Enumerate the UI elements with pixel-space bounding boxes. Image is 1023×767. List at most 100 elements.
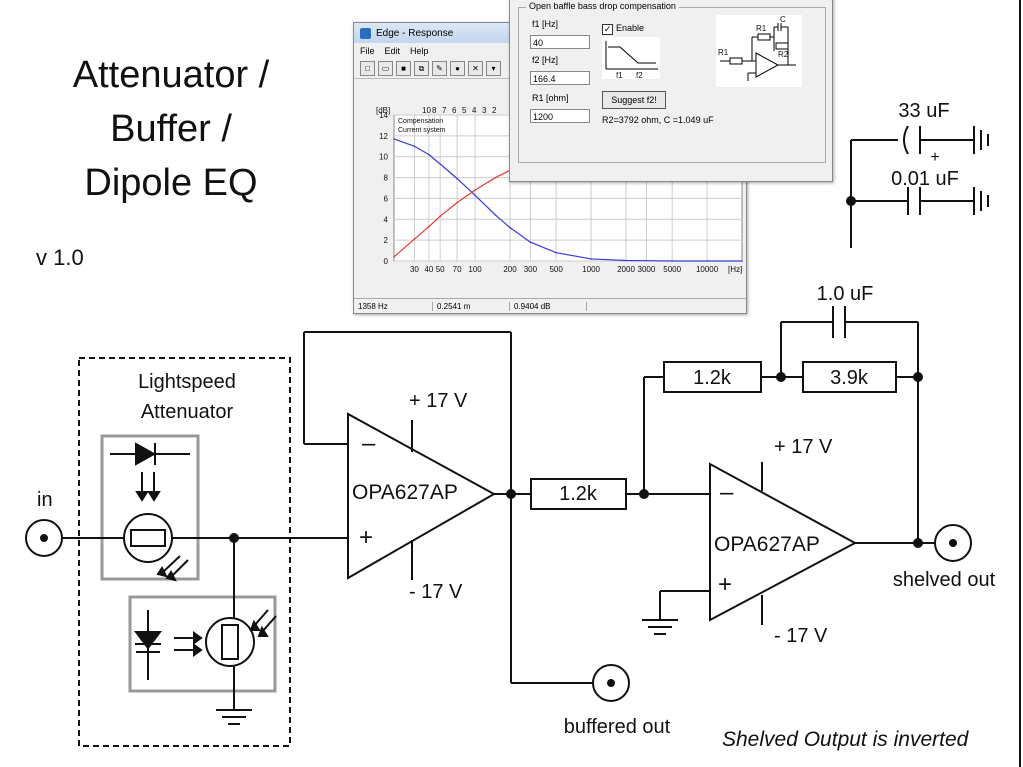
data-point <box>509 226 511 229</box>
r1-label: R1 [ohm] <box>532 93 569 103</box>
circuit-c: C <box>780 15 786 24</box>
opamp-2-plus: + <box>718 571 732 598</box>
x-tick-label: 40 <box>424 265 433 274</box>
in-label: in <box>37 489 53 511</box>
x-tick-label: 500 <box>549 265 563 274</box>
f1-input[interactable]: 40 <box>530 35 590 49</box>
ldr-2 <box>205 617 255 667</box>
opamp-2 <box>709 462 858 622</box>
data-point <box>413 145 416 148</box>
edge-title: Edge - Response <box>376 27 454 39</box>
buffered-out-label: buffered out <box>564 716 671 738</box>
menu-file[interactable]: File <box>360 45 375 56</box>
f2-label: f2 [Hz] <box>532 55 559 65</box>
top-tick-label: 4 <box>472 106 477 115</box>
status-freq: 1358 Hz <box>354 301 433 311</box>
opamp-1-plus: + <box>359 524 373 551</box>
suggest-f2-button[interactable]: Suggest f2! <box>602 91 666 109</box>
shelved-out-label: shelved out <box>893 569 996 591</box>
cap-001-label: 0.01 uF <box>891 168 959 190</box>
x-tick-label: 50 <box>436 265 445 274</box>
globe-icon[interactable]: ● <box>450 60 465 76</box>
y-tick-label: 6 <box>384 194 389 203</box>
data-point <box>439 215 441 217</box>
top-tick-label: 8 <box>432 106 437 115</box>
top-tick-label: 2 <box>492 106 497 115</box>
inverted-note: Shelved Output is inverted <box>722 728 969 751</box>
page-title: Attenuator / Buffer / Dipole EQ <box>36 48 306 210</box>
f1-label: f1 [Hz] <box>532 19 559 29</box>
resistor-series-label: 1.2k <box>559 483 598 505</box>
enable-label: Enable <box>616 23 645 33</box>
comp-circuit-icon: C R1 R1 R2 <box>716 15 802 87</box>
opamp-1 <box>347 412 497 580</box>
top-tick-label: 6 <box>452 106 457 115</box>
y-axis-unit: [dB] <box>376 106 390 115</box>
open-icon[interactable]: ▭ <box>378 60 393 76</box>
data-point <box>706 260 708 262</box>
data-point <box>428 153 430 156</box>
r1-input[interactable]: 1200 <box>530 109 590 123</box>
top-tick-label: 7 <box>442 106 447 115</box>
circuit-r1b: R1 <box>756 24 767 33</box>
circuit-r1a: R1 <box>718 48 729 57</box>
opamp-1-label: OPA627AP <box>352 481 458 504</box>
opamp-2-minus: – <box>720 479 734 506</box>
x-tick-label: 2000 <box>617 265 635 274</box>
data-point <box>456 177 458 180</box>
response-sketch: f1 f2 <box>602 37 660 79</box>
f2-input[interactable]: 166.4 <box>530 71 590 85</box>
menu-edit[interactable]: Edit <box>384 45 401 56</box>
x-tick-label: 1000 <box>582 265 600 274</box>
attenuator-label-1: Lightspeed <box>138 371 236 393</box>
result-text: R2=3792 ohm, C =1.049 uF <box>602 115 714 125</box>
dropdown-icon[interactable]: ▾ <box>486 60 501 76</box>
version-label: v 1.0 <box>36 245 84 270</box>
y-tick-label: 2 <box>384 236 389 245</box>
pen-icon[interactable]: ✎ <box>432 60 447 76</box>
resistor-feedback-label: 3.9k <box>830 367 869 389</box>
x-tick-label: 200 <box>503 265 517 274</box>
save-icon[interactable]: ■ <box>396 60 411 76</box>
top-tick-label: 3 <box>482 106 487 115</box>
status-db: 0.9404 dB <box>510 301 587 311</box>
cap-33-label: 33 uF <box>898 100 949 122</box>
data-point <box>393 138 395 140</box>
attenuator-label-2: Attenuator <box>141 401 234 423</box>
data-point <box>741 260 743 262</box>
top-tick-label: 10 <box>422 106 431 115</box>
data-point <box>494 214 497 216</box>
data-point <box>529 241 532 244</box>
new-icon[interactable]: □ <box>360 60 375 76</box>
x-tick-label: 10000 <box>696 265 719 274</box>
x-tick-label: 30 <box>410 265 419 274</box>
x-tick-label: 100 <box>468 265 482 274</box>
data-point <box>474 189 476 191</box>
data-point <box>494 176 497 179</box>
x-tick-label: 5000 <box>663 265 681 274</box>
x-tick-label: 70 <box>453 265 462 274</box>
edge-menubar: File Edit Help <box>354 43 746 58</box>
data-point <box>456 201 458 204</box>
legend-current: Current system <box>398 127 446 134</box>
data-point <box>671 260 673 262</box>
data-point <box>590 258 592 260</box>
x-tick-label: 3000 <box>638 265 656 274</box>
sketch-f1: f1 <box>616 71 623 79</box>
status-length: 0.2541 m <box>433 301 510 311</box>
menu-help[interactable]: Help <box>410 45 429 56</box>
copy-icon[interactable]: ⧉ <box>414 60 429 76</box>
cap-33-plus: + <box>930 149 939 166</box>
data-point <box>428 225 430 228</box>
close-icon[interactable]: ✕ <box>468 60 483 76</box>
app-icon <box>360 27 371 39</box>
y-tick-label: 8 <box>384 174 389 183</box>
resistor-input-2-label: 1.2k <box>693 367 732 389</box>
enable-checkbox[interactable]: ✓ <box>602 24 613 35</box>
buffered-out-connector <box>592 664 630 702</box>
opamp-2-vminus: - 17 V <box>774 625 828 647</box>
opamp-1-vminus: - 17 V <box>409 581 463 603</box>
led-2-icon <box>134 631 162 650</box>
opamp-1-vplus: + 17 V <box>409 390 468 412</box>
